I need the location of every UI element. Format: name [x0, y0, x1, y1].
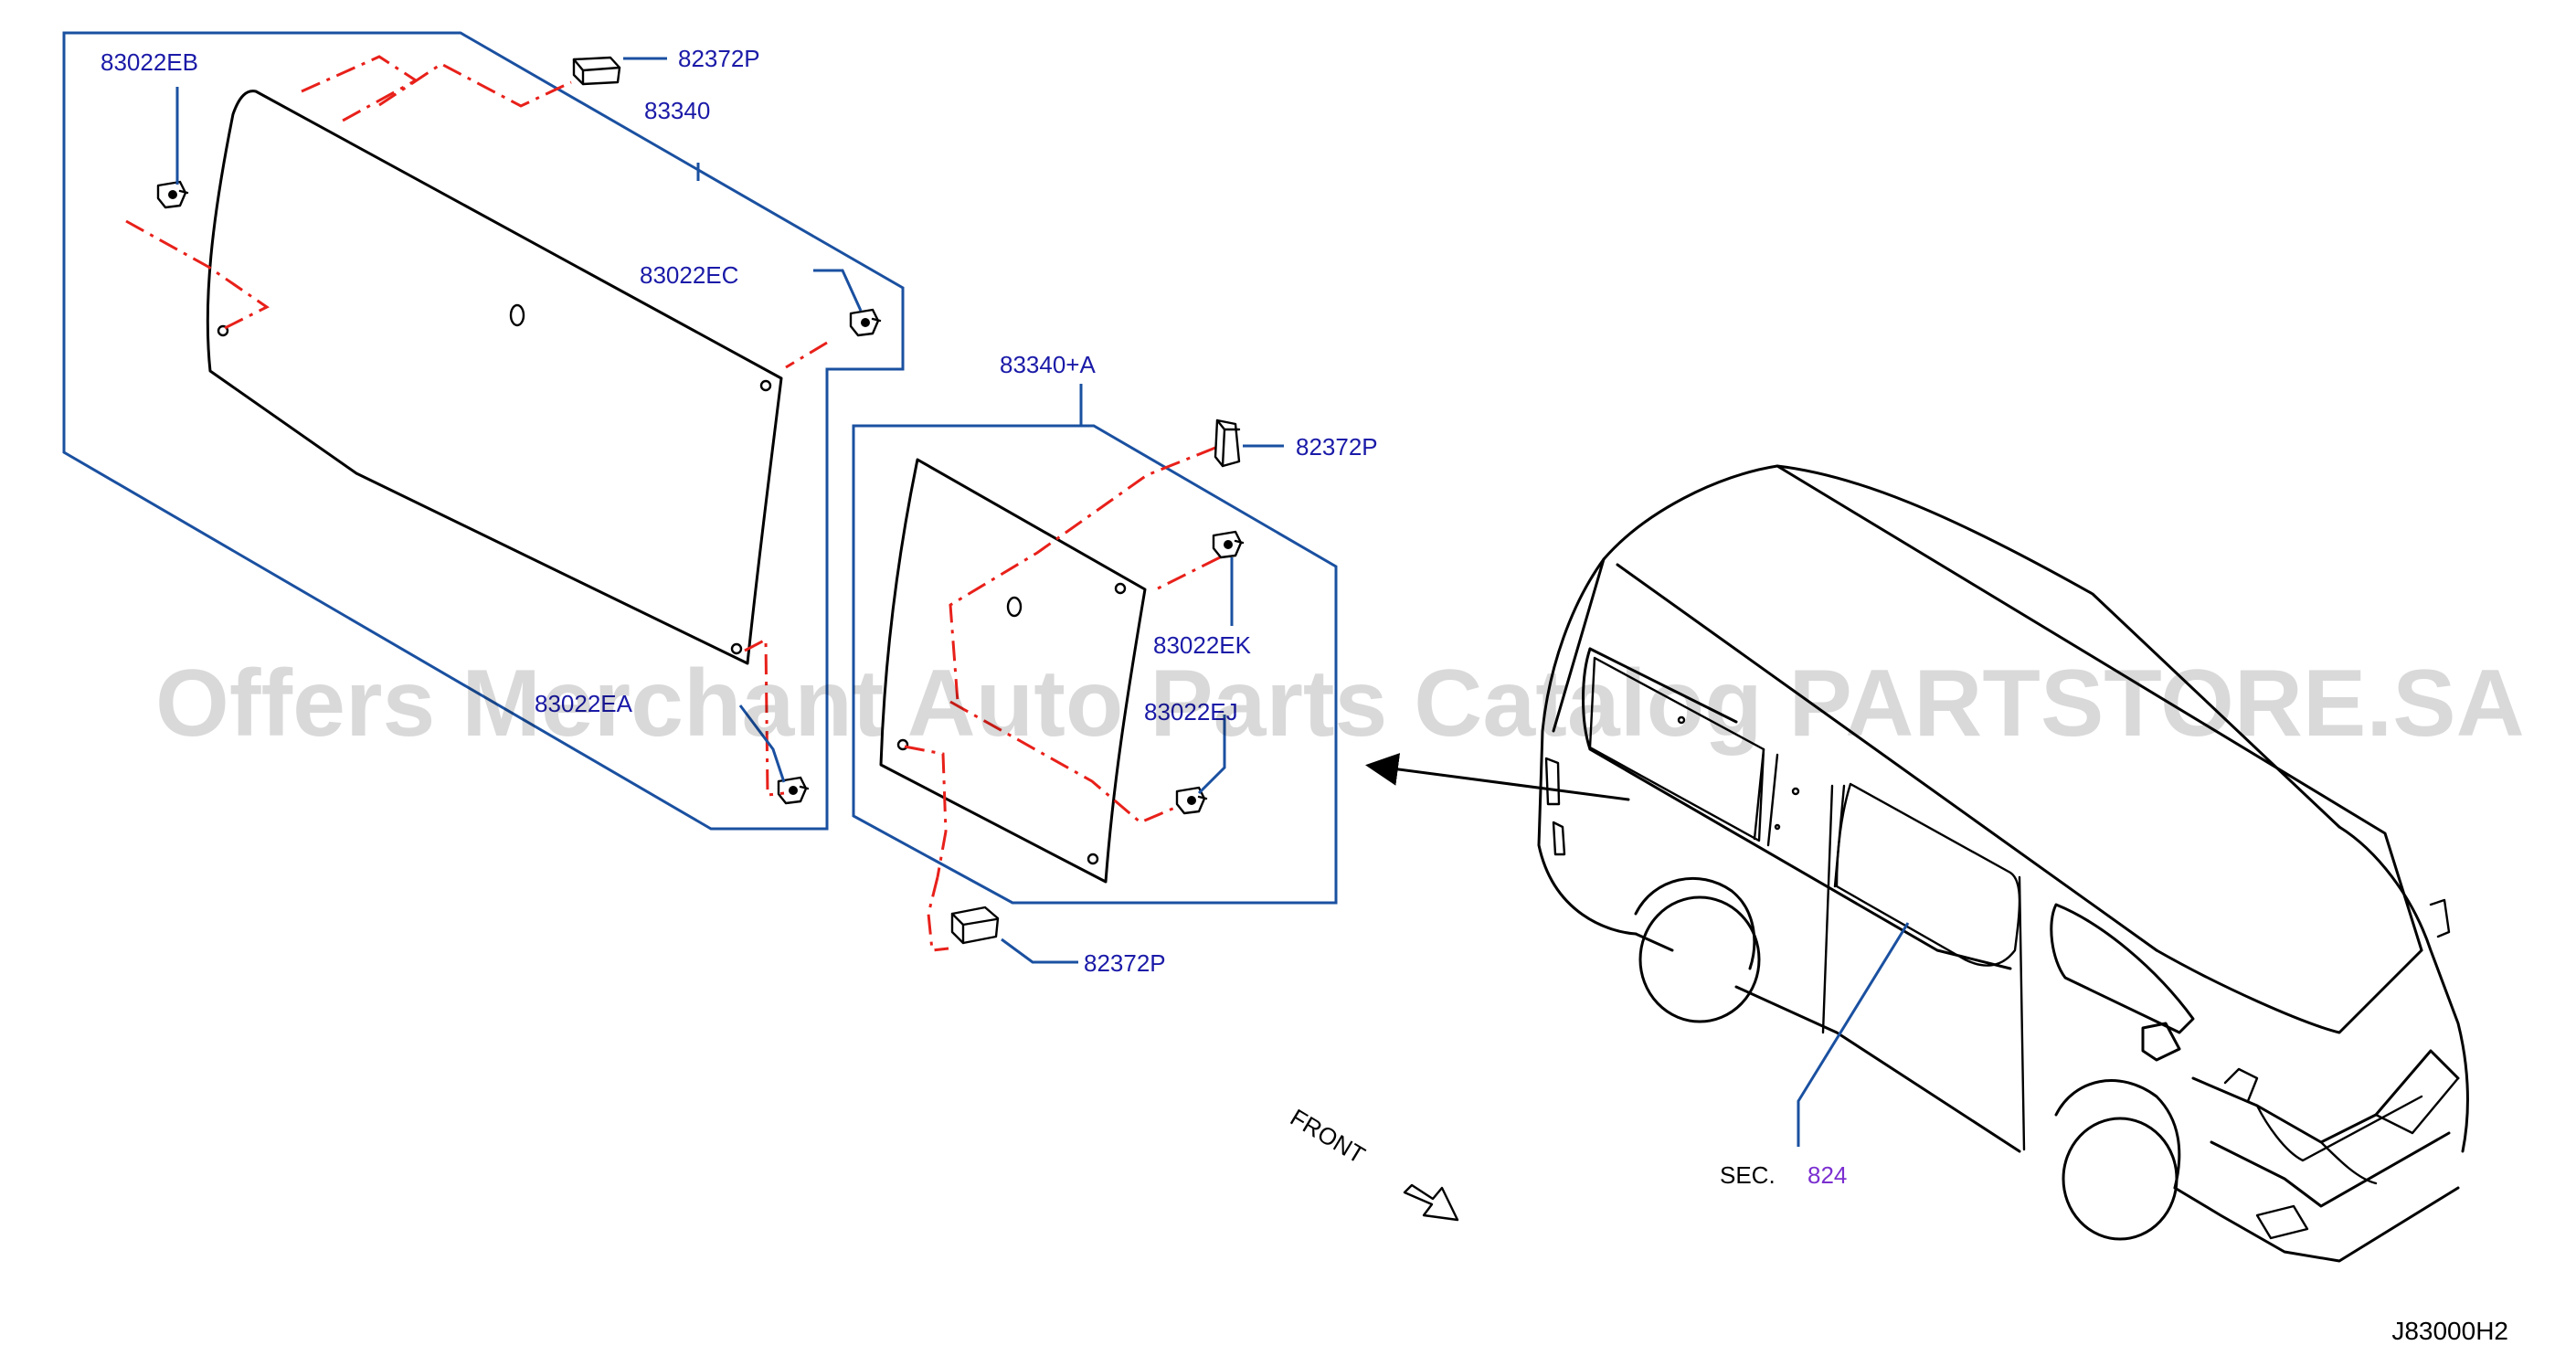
alignment-line: [378, 62, 572, 108]
section-number-link[interactable]: 824: [1807, 1161, 1847, 1189]
alignment-line: [949, 446, 1216, 703]
alignment-line: [927, 876, 949, 952]
label-83022EC: 83022EC: [640, 261, 738, 289]
label-82372P: 82372P: [1084, 949, 1166, 977]
leader-line: [1197, 715, 1226, 795]
label-82372P: 82372P: [678, 45, 760, 72]
alignment-line: [744, 637, 785, 797]
bracket-83340a: [852, 424, 1338, 905]
glass-hole: [896, 738, 909, 751]
spacer-block-icon: [950, 906, 1000, 945]
front-indicator: FRONT: [1286, 1103, 1459, 1222]
clip-icon: [1175, 786, 1208, 815]
glass-panel-83340: [206, 90, 783, 665]
alignment-line: [1155, 556, 1221, 591]
front-label: FRONT: [1286, 1103, 1370, 1169]
rear-side-glass-assembly-83340: 83022EB 82372P 83340 83022EC 83022EA: [62, 31, 905, 831]
glass-hole: [1114, 582, 1127, 595]
glass-hole: [1006, 596, 1023, 618]
glass-hole: [730, 642, 743, 655]
glass-hole: [509, 303, 525, 327]
alignment-line: [785, 341, 828, 369]
clip-icon: [849, 308, 882, 337]
glass-panel-83340a: [879, 458, 1147, 884]
front-wheel: [2062, 1117, 2178, 1241]
leader-line: [1797, 922, 1910, 1147]
front-arrow-icon: [1403, 1183, 1459, 1222]
sliding-door-window: [1835, 782, 2021, 967]
label-83022EJ: 83022EJ: [1144, 698, 1238, 726]
label-83022EA: 83022EA: [535, 690, 633, 717]
leader-line: [813, 269, 863, 312]
label-83340a: 83340+A: [1000, 351, 1096, 378]
label-83022EB: 83022EB: [101, 48, 198, 76]
clip-icon: [1212, 530, 1245, 559]
clip-icon: [156, 180, 189, 209]
leader-line: [738, 704, 786, 783]
leader-line: [1001, 938, 1078, 964]
alignment-line: [125, 219, 270, 333]
spacer-block-icon: [1214, 418, 1241, 468]
label-82372P: 82372P: [1296, 433, 1378, 461]
section-prefix: SEC.: [1720, 1161, 1776, 1189]
reference-arrow: [1365, 753, 1630, 801]
diagram-code: J83000H2: [2391, 1317, 2508, 1345]
glass-hole: [1087, 853, 1099, 865]
label-83022EK: 83022EK: [1153, 631, 1252, 659]
watermark: Offers Merchant Auto Parts Catalog PARTS…: [155, 651, 2525, 757]
spacer-block-icon: [572, 56, 621, 86]
glass-hole: [759, 379, 772, 392]
clip-icon: [777, 776, 810, 805]
bracket-83340: [62, 31, 905, 831]
alignment-line: [949, 700, 1178, 824]
side-glass-assembly-83340a: 83340+A 82372P 83022EK 83022EJ 82372P: [852, 351, 1378, 977]
alignment-line: [904, 745, 948, 878]
rear-wheel: [1638, 895, 1761, 1023]
van-illustration: SEC. 824: [1365, 464, 2469, 1263]
label-83340: 83340: [644, 97, 710, 124]
alignment-line: [301, 55, 419, 122]
glass-hole: [217, 324, 229, 337]
